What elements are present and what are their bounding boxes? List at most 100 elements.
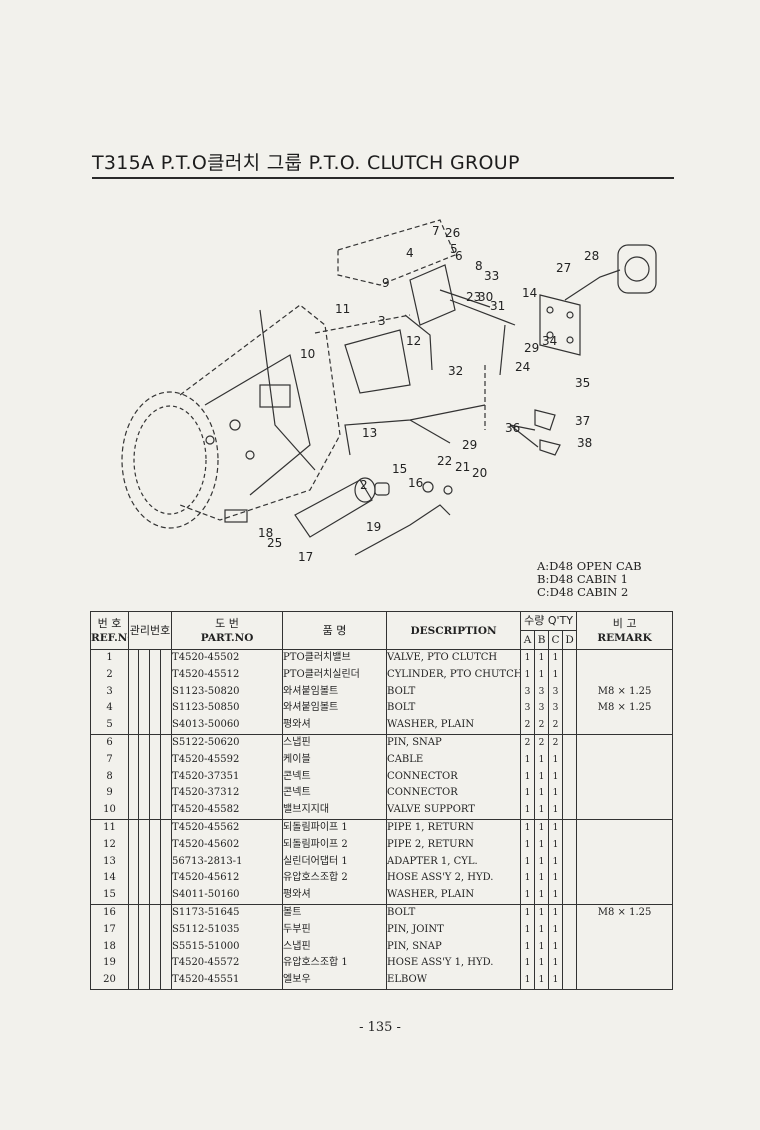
cell-remark — [576, 836, 674, 854]
cell-b: 3 — [534, 700, 550, 718]
cell-ref: 2 — [90, 666, 129, 684]
cell-b: 2 — [534, 734, 550, 752]
cell-mgmt — [138, 768, 150, 786]
callout-25: 25 — [267, 536, 282, 550]
callout-34: 34 — [542, 334, 557, 348]
cell-ref: 12 — [90, 836, 129, 854]
cell-a: 1 — [520, 768, 536, 786]
cell-c: 1 — [548, 649, 564, 667]
callout-2: 2 — [360, 478, 368, 492]
qty-d-header: D — [562, 630, 578, 650]
cell-part: T4520-45612 — [171, 870, 284, 888]
cell-remark: M8 × 1.25 — [576, 683, 674, 701]
cell-mgmt — [149, 666, 161, 684]
cell-part: S5515-51000 — [171, 938, 284, 956]
callout-35: 35 — [575, 376, 590, 390]
cell-mgmt — [149, 802, 161, 820]
cell-part: T4520-45602 — [171, 836, 284, 854]
cell-b: 1 — [534, 785, 550, 803]
cell-mgmt — [159, 819, 173, 837]
callout-21: 21 — [455, 460, 470, 474]
cell-desc: PIPE 2, RETURN — [386, 836, 522, 854]
cell-ref: 13 — [90, 853, 129, 871]
cell-b: 1 — [534, 802, 550, 820]
cell-part: S4011-50160 — [171, 887, 284, 905]
cell-desc: ELBOW — [386, 972, 522, 990]
cell-remark — [576, 785, 674, 803]
cell-name: 케이블 — [282, 751, 388, 769]
cell-desc: PIN, SNAP — [386, 938, 522, 956]
cell-desc: PIN, SNAP — [386, 734, 522, 752]
cell-d — [562, 853, 578, 871]
cell-b: 1 — [534, 955, 550, 973]
cell-mgmt — [159, 887, 173, 905]
cell-ref: 14 — [90, 870, 129, 888]
callout-28: 28 — [584, 249, 599, 263]
qty-a-header: A — [520, 630, 536, 650]
cell-mgmt — [159, 717, 173, 735]
name-header: 품 명 — [282, 611, 388, 650]
cell-d — [562, 887, 578, 905]
cell-mgmt — [128, 734, 139, 752]
cell-remark — [576, 887, 674, 905]
cell-mgmt — [138, 819, 150, 837]
cell-c: 1 — [548, 938, 564, 956]
cell-mgmt — [149, 700, 161, 718]
cell-mgmt — [159, 870, 173, 888]
cell-mgmt — [128, 649, 139, 667]
callout-17: 17 — [298, 550, 313, 564]
cell-ref: 1 — [90, 649, 129, 667]
cell-name: 되돌림파이프 2 — [282, 836, 388, 854]
cell-remark: M8 × 1.25 — [576, 904, 674, 922]
page-number: - 135 - — [359, 1020, 401, 1035]
cell-mgmt — [128, 768, 139, 786]
cell-mgmt — [149, 768, 161, 786]
callout-7: 7 — [432, 224, 440, 238]
cell-ref: 15 — [90, 887, 129, 905]
callout-11: 11 — [335, 302, 350, 316]
cell-c: 1 — [548, 666, 564, 684]
cell-name: 와셔붙임볼트 — [282, 683, 388, 701]
cell-mgmt — [159, 972, 173, 990]
cell-desc: PIN, JOINT — [386, 921, 522, 939]
cell-a: 2 — [520, 717, 536, 735]
cell-mgmt — [138, 649, 150, 667]
cell-remark — [576, 734, 674, 752]
callout-3: 3 — [378, 314, 386, 328]
cell-name: 두부핀 — [282, 921, 388, 939]
cell-d — [562, 768, 578, 786]
cell-desc: CONNECTOR — [386, 785, 522, 803]
cell-part: S5122-50620 — [171, 734, 284, 752]
callout-26: 26 — [445, 226, 460, 240]
cell-name: 되돌림파이프 1 — [282, 819, 388, 837]
cell-a: 2 — [520, 734, 536, 752]
callout-16: 16 — [408, 476, 423, 490]
cell-desc: PIPE 1, RETURN — [386, 819, 522, 837]
cell-mgmt — [138, 700, 150, 718]
cell-name: 엘보우 — [282, 972, 388, 990]
cell-b: 1 — [534, 887, 550, 905]
cell-remark — [576, 921, 674, 939]
callout-30: 30 — [478, 290, 493, 304]
cell-remark — [576, 717, 674, 735]
exploded-parts-diagram: 2 3 4 5 6 7 8 9 10 11 12 13 14 15 16 17 … — [121, 219, 657, 564]
cell-a: 3 — [520, 700, 536, 718]
cell-name: 유압호스조합 2 — [282, 870, 388, 888]
cell-mgmt — [159, 683, 173, 701]
callout-19: 19 — [366, 520, 381, 534]
cell-a: 1 — [520, 836, 536, 854]
cell-mgmt — [159, 938, 173, 956]
cell-d — [562, 785, 578, 803]
cell-mgmt — [149, 734, 161, 752]
cell-mgmt — [149, 649, 161, 667]
